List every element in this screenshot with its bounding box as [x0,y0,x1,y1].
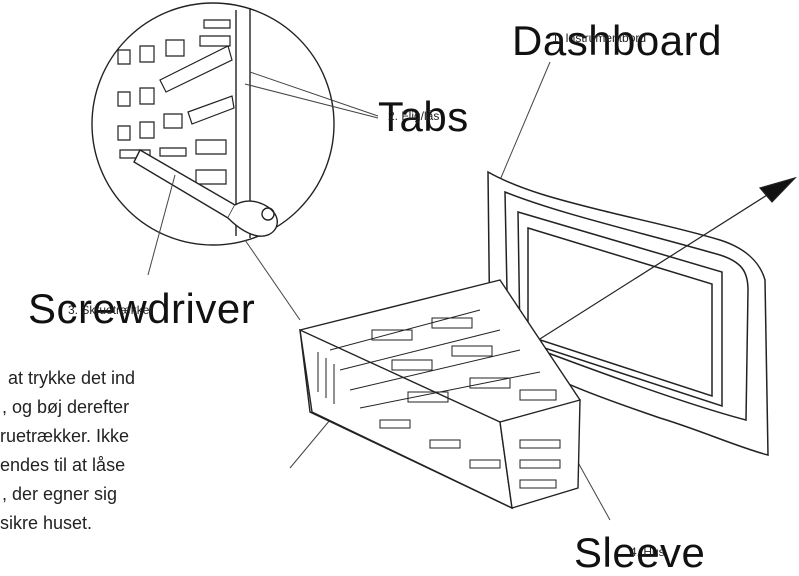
leader-lines [147,61,611,521]
sleeve-label: Sleeve [574,529,706,576]
dashboard-frame [487,170,769,456]
sleeve-drawing [299,279,581,510]
screwdriver-label-small: 3. Skruetrækker [68,303,154,317]
instruction-line: at trykke det ind [8,368,136,388]
dashboard-label-small: 1. Instrumentbord [552,31,647,45]
sleeve-label-small: 4. Hus [630,545,665,559]
instruction-line: , og bøj derefter [2,397,130,417]
screwdriver-drawing [133,149,278,237]
screwdriver-label: Screwdriver [28,285,256,332]
instruction-line: ruetrækker. Ikke [0,426,130,446]
tabs-label-small: 2. Flig/lås [388,109,440,123]
instruction-line: endes til at låse [0,455,126,475]
instruction-line: sikre huset. [0,513,93,533]
magnified-detail-circle [91,2,335,246]
tabs-label: Tabs [378,93,469,140]
dashboard-label: Dashboard [512,17,722,64]
instruction-text: at trykke det ind , og bøj derefter ruet… [0,364,230,538]
instruction-line: , der egner sig [2,484,118,504]
